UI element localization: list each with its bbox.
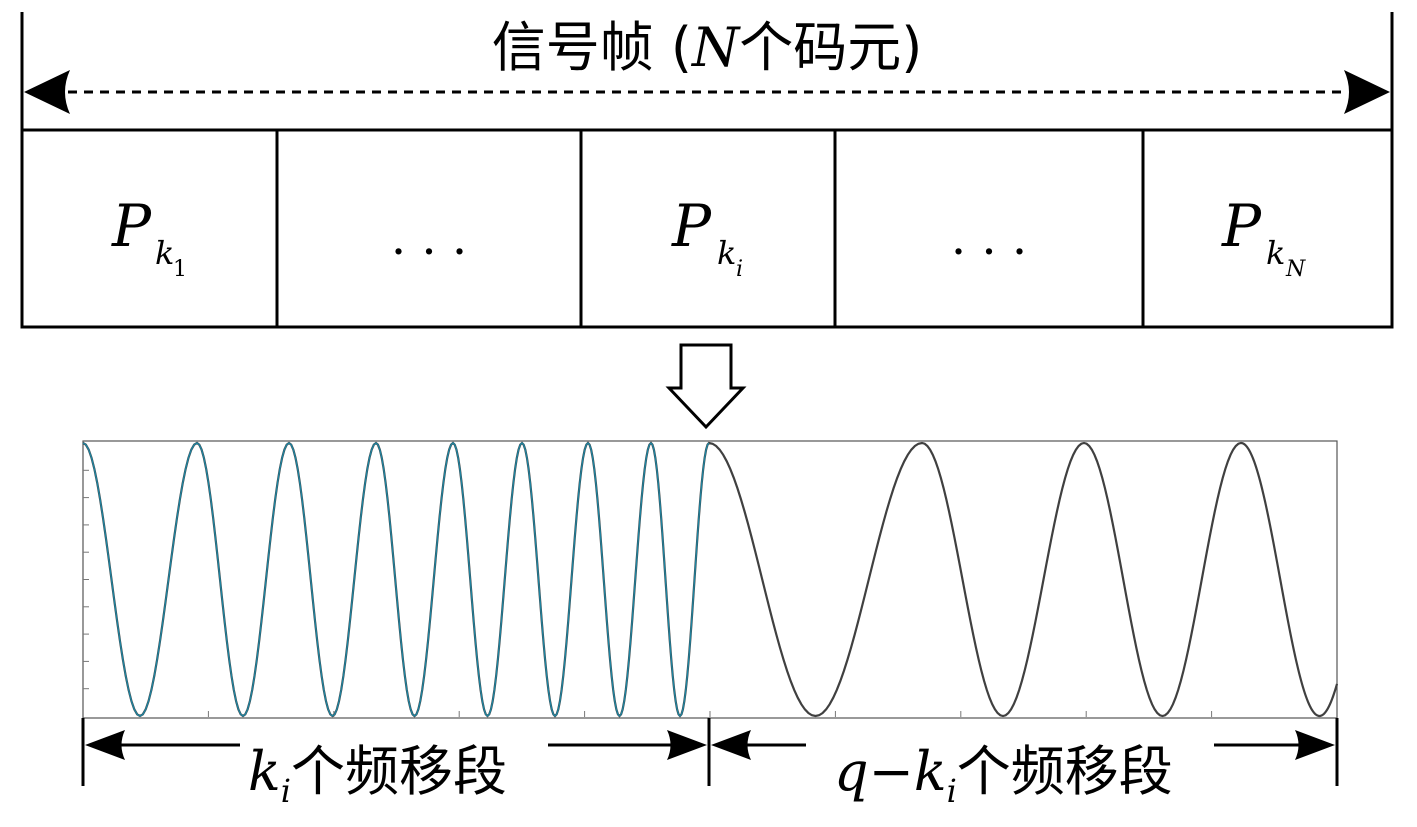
symbol-subsub: 1	[173, 257, 187, 282]
symbol-base: P	[671, 192, 712, 260]
symbol-row: P k 1 . . . P k i . . . P k N	[20, 128, 1394, 329]
symbol-subsub: i	[736, 257, 743, 282]
segment-right-label: q−ki个频移段	[834, 740, 1173, 810]
symbol-base: P	[111, 192, 152, 260]
frame-title: 信号帧 (N个码元)	[492, 16, 923, 79]
symbol-subsub: N	[1285, 257, 1306, 282]
symbol-row-border	[20, 128, 1394, 329]
segment-left-label: ki个频移段	[248, 740, 507, 810]
symbol-sub: k	[1266, 234, 1285, 272]
waveform-plot	[82, 440, 1339, 719]
waveform-curve-overlay	[82, 441, 710, 718]
arrow-right-icon	[667, 730, 707, 760]
ellipsis-1: . . .	[391, 210, 467, 266]
arrow-left-icon	[711, 730, 751, 760]
symbol-cell-i: P k i	[671, 192, 743, 282]
waveform-ticks	[83, 469, 1213, 717]
ellipsis-2: . . .	[951, 210, 1027, 266]
symbol-base: P	[1221, 192, 1262, 260]
frame-span: 信号帧 (N个码元)	[20, 12, 1394, 130]
frame-arrow-left-icon	[24, 70, 70, 114]
arrow-right-icon	[1295, 730, 1335, 760]
symbol-sub: k	[155, 234, 174, 272]
symbol-sub: k	[717, 234, 736, 272]
symbol-cell-n: P k N	[1221, 192, 1306, 282]
arrow-left-icon	[85, 730, 125, 760]
waveform-frame	[82, 440, 1338, 719]
frame-arrow-right-icon	[1344, 70, 1390, 114]
hollow-down-arrow-icon	[665, 343, 747, 430]
segment-annotations: ki个频移段 q−ki个频移段	[81, 718, 1339, 810]
symbol-cell-1: P k 1	[111, 192, 187, 282]
